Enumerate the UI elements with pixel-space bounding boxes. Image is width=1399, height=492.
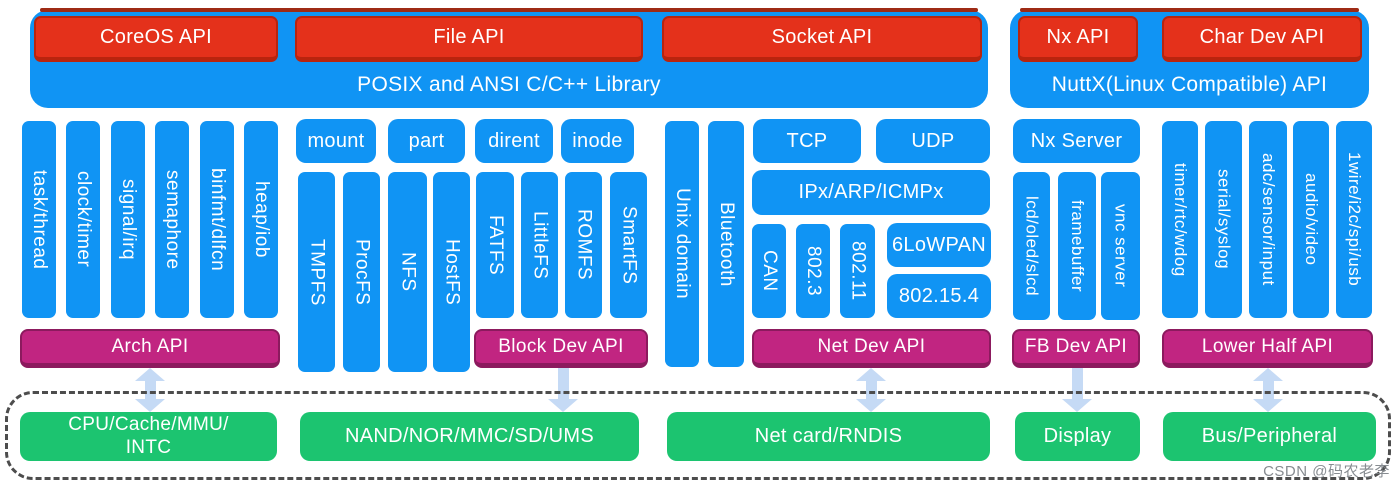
kernel-bar-semaphore: semaphore [155, 121, 189, 318]
net-bar-802-11: 802.11 [840, 224, 875, 318]
arch-hardware-double-arrow-icon [135, 368, 165, 412]
nx-api-button: Nx API [1018, 16, 1138, 62]
arrow-head [856, 368, 886, 381]
arrow-head [135, 368, 165, 381]
fs-bar-nfs: NFS [388, 172, 427, 372]
kernel-bar-task-thread: task/thread [22, 121, 56, 318]
socket-api-button: Socket API [662, 16, 982, 62]
arrow-shaft [144, 381, 156, 399]
hw-cpu-box: CPU/Cache/MMU/ INTC [20, 412, 277, 461]
net-dev-api-bar: Net Dev API [752, 329, 991, 368]
net-udp-box: UDP [876, 119, 990, 163]
arrow-head [548, 399, 578, 412]
posix-banner-label: POSIX and ANSI C/C++ Library [357, 73, 661, 96]
fb-dev-api-bar: FB Dev API [1012, 329, 1140, 368]
coreos-api-button: CoreOS API [34, 16, 278, 62]
csdn-watermark: CSDN @码农老李 [1263, 463, 1390, 480]
posix-banner: CoreOS API File API Socket API POSIX and… [30, 8, 988, 108]
arrow-head [1253, 368, 1283, 381]
hw-netcard-box: Net card/RNDIS [667, 412, 990, 461]
drv-bar-adc-sensor-input: adc/sensor/input [1249, 121, 1287, 318]
fs-part-box: part [388, 119, 465, 163]
fbdev-hardware-down-arrow-icon [1062, 368, 1092, 412]
arch-api-bar: Arch API [20, 329, 280, 368]
gfx-bar-framebuffer: framebuffer [1058, 172, 1096, 320]
net-802-15-4-box: 802.15.4 [887, 274, 991, 318]
fs-dirent-box: dirent [475, 119, 553, 163]
kernel-bar-heap-iob: heap/iob [244, 121, 278, 318]
net-bar-bluetooth: Bluetooth [708, 121, 744, 367]
fs-bar-tmpfs: TMPFS [298, 172, 335, 372]
banner-top-edge [40, 8, 978, 12]
arrow-head [1062, 399, 1092, 412]
fs-bar-romfs: ROMFS [565, 172, 602, 318]
fs-bar-littlefs: LittleFS [521, 172, 558, 318]
arrow-head [135, 399, 165, 412]
kernel-bar-signal-irq: signal/irq [111, 121, 145, 318]
drv-bar-timer-rtc-wdog: timer/rtc/wdog [1162, 121, 1198, 318]
lowerhalf-hardware-double-arrow-icon [1253, 368, 1283, 412]
arrow-shaft [1262, 381, 1274, 399]
net-ip-arp-icmp-box: IPx/ARP/ICMPx [752, 170, 990, 215]
net-bar-802-3: 802.3 [796, 224, 830, 318]
gfx-bar-lcd-oled-slcd: lcd/oled/slcd [1013, 172, 1050, 320]
nuttx-banner: Nx API Char Dev API NuttX(Linux Compatib… [1010, 8, 1369, 108]
arrow-head [856, 399, 886, 412]
banner-top-edge [1020, 8, 1359, 12]
nx-server-box: Nx Server [1013, 119, 1140, 163]
net-bar-can: CAN [752, 224, 786, 318]
lower-half-api-bar: Lower Half API [1162, 329, 1373, 368]
hw-display-box: Display [1015, 412, 1140, 461]
kernel-bar-clock-timer: clock/timer [66, 121, 100, 318]
hardware-boundary [5, 391, 1391, 480]
nuttx-banner-label: NuttX(Linux Compatible) API [1051, 73, 1328, 96]
arrow-shaft [557, 368, 569, 399]
drv-bar-1wire-i2c-spi-usb: 1wire/i2c/spi/usb [1336, 121, 1372, 318]
drv-bar-audio-video: audio/video [1293, 121, 1329, 318]
net-6lowpan-box: 6LoWPAN [887, 223, 991, 267]
file-api-button: File API [295, 16, 643, 62]
fs-inode-box: inode [561, 119, 634, 163]
fs-bar-smartfs: SmartFS [610, 172, 647, 318]
net-tcp-box: TCP [753, 119, 861, 163]
block-dev-api-bar: Block Dev API [474, 329, 648, 368]
arrow-head [1253, 399, 1283, 412]
fs-bar-procfs: ProcFS [343, 172, 380, 372]
fs-bar-fatfs: FATFS [476, 172, 514, 318]
drv-bar-serial-syslog: serial/syslog [1205, 121, 1242, 318]
fs-bar-hostfs: HostFS [433, 172, 470, 372]
arrow-shaft [1071, 368, 1083, 399]
fs-mount-box: mount [296, 119, 376, 163]
net-bar-unix-domain: Unix domain [665, 121, 699, 367]
arrow-shaft [865, 381, 877, 399]
gfx-bar-vnc-server: vnc server [1101, 172, 1140, 320]
blockdev-hardware-down-arrow-icon [548, 368, 578, 412]
netdev-hardware-double-arrow-icon [856, 368, 886, 412]
char-dev-api-button: Char Dev API [1162, 16, 1362, 62]
hw-bus-box: Bus/Peripheral [1163, 412, 1376, 461]
hw-storage-box: NAND/NOR/MMC/SD/UMS [300, 412, 639, 461]
kernel-bar-binfmt-dlfcn: binfmt/dlfcn [200, 121, 234, 318]
